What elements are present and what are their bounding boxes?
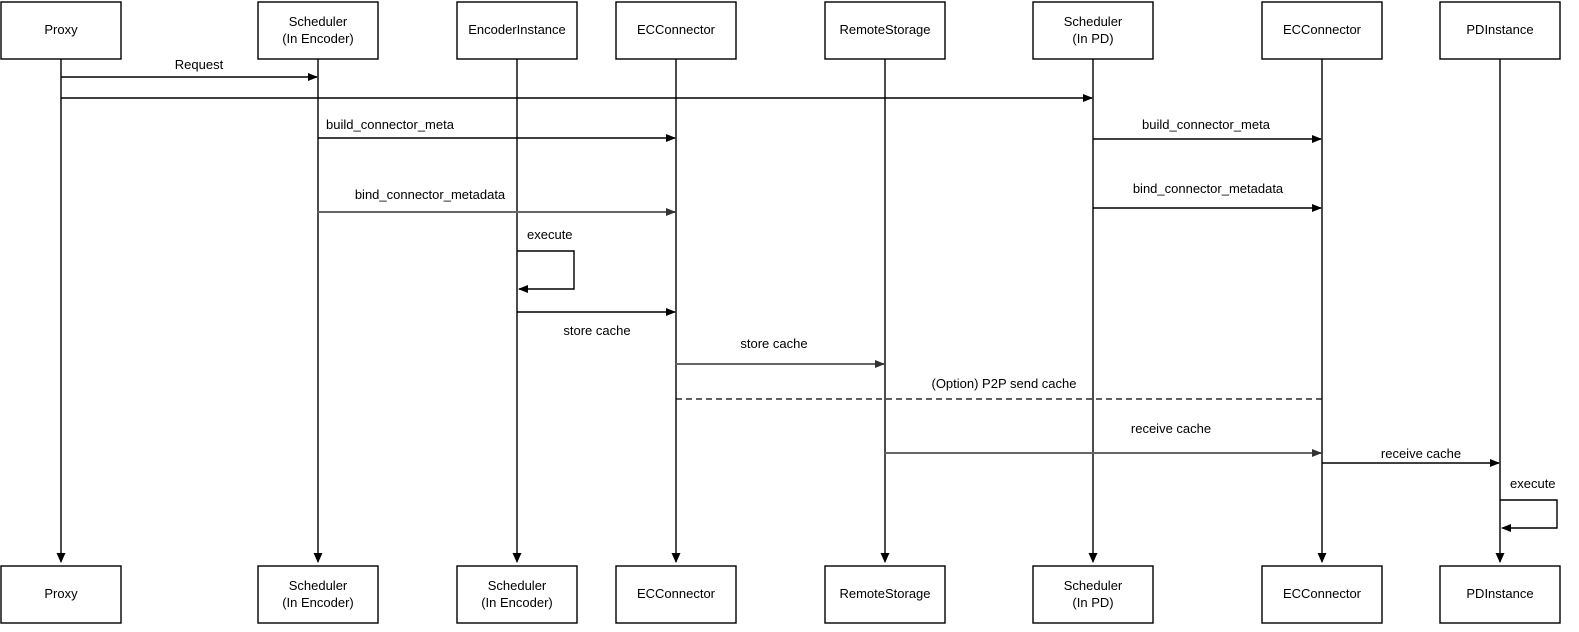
message-label-m9: store cache (740, 336, 807, 351)
self-loop-sl2[interactable] (1500, 499, 1558, 532)
bottom-participant-box-sched-pd[interactable]: Scheduler (In PD) (1032, 565, 1154, 624)
bottom-participant-box-rect-sched-enc (257, 565, 379, 624)
top-participant-box-proxy[interactable]: Proxy (0, 1, 122, 60)
bottom-participant-box-rect-encoder-inst (456, 565, 578, 624)
top-participant-box-rect-encoder-inst (456, 1, 578, 60)
bottom-participant-box-sched-enc[interactable]: Scheduler (In Encoder) (257, 565, 379, 624)
top-participant-box-encoder-inst[interactable]: EncoderInstance (456, 1, 578, 60)
top-participant-box-ecconn-enc[interactable]: ECConnector (615, 1, 737, 60)
message-m12[interactable]: receive cache (1322, 446, 1500, 467)
bottom-participant-box-rect-remote (824, 565, 946, 624)
bottom-participant-box-label-line1-pd-inst: PDInstance (1466, 586, 1533, 601)
bottom-participant-box-label-line2-encoder-inst: (In Encoder) (481, 595, 553, 610)
messages-layer: Request build_connector_meta build_connect… (61, 57, 1558, 532)
top-participant-box-sched-pd[interactable]: Scheduler (In PD) (1032, 1, 1154, 60)
top-participant-box-label-line1-pd-inst: PDInstance (1466, 22, 1533, 37)
message-m3[interactable]: build_connector_meta (318, 117, 676, 142)
top-participant-box-label-line2-sched-enc: (In Encoder) (282, 31, 354, 46)
message-label-m11: receive cache (1131, 421, 1211, 436)
bottom-participant-box-ecconn-enc[interactable]: ECConnector (615, 565, 737, 624)
message-m9[interactable]: store cache (676, 336, 885, 368)
top-participant-box-label-line1-sched-pd: Scheduler (1064, 14, 1123, 29)
top-participant-box-pd-inst[interactable]: PDInstance (1439, 1, 1561, 60)
top-participant-box-label-line1-encoder-inst: EncoderInstance (468, 22, 566, 37)
lifelines-layer (56, 59, 1505, 563)
top-participant-box-rect-sched-pd (1032, 1, 1154, 60)
bottom-participant-box-pd-inst[interactable]: PDInstance (1439, 565, 1561, 624)
bottom-participant-box-encoder-inst[interactable]: Scheduler (In Encoder) (456, 565, 578, 624)
bottom-participant-box-label-line1-sched-enc: Scheduler (289, 578, 348, 593)
message-label-m5: bind_connector_metadata (355, 187, 506, 202)
message-label-m8: store cache (563, 323, 630, 338)
bottom-participant-box-rect-sched-pd (1032, 565, 1154, 624)
bottom-participant-box-label-line1-encoder-inst: Scheduler (488, 578, 547, 593)
message-label-m13: execute (1510, 476, 1556, 491)
top-participant-box-remote[interactable]: RemoteStorage (824, 1, 946, 60)
bottom-participant-box-label-line2-sched-enc: (In Encoder) (282, 595, 354, 610)
message-label-m4: build_connector_meta (1142, 117, 1271, 132)
top-participant-box-label-line1-remote: RemoteStorage (839, 22, 930, 37)
bottom-participant-box-rect-proxy (0, 565, 122, 624)
message-label-m12: receive cache (1381, 446, 1461, 461)
top-participant-box-rect-pd-inst (1439, 1, 1561, 60)
bottom-participant-box-ecconn-pd[interactable]: ECConnector (1261, 565, 1383, 624)
message-m11[interactable]: receive cache (885, 421, 1322, 457)
message-m6[interactable]: bind_connector_metadata (1093, 181, 1322, 212)
message-label-m3: build_connector_meta (326, 117, 455, 132)
message-m10[interactable]: (Option) P2P send cache (676, 376, 1322, 400)
message-label-m10: (Option) P2P send cache (931, 376, 1076, 391)
bottom-participant-box-rect-ecconn-enc (615, 565, 737, 624)
top-participant-box-sched-enc[interactable]: Scheduler (In Encoder) (257, 1, 379, 60)
self-loop-path-sl1 (517, 250, 575, 293)
top-participant-box-label-line1-proxy: Proxy (44, 22, 78, 37)
top-participant-box-rect-sched-enc (257, 1, 379, 60)
top-participant-box-label-line1-ecconn-pd: ECConnector (1283, 22, 1362, 37)
top-participant-box-label-line1-sched-enc: Scheduler (289, 14, 348, 29)
top-participant-box-rect-ecconn-enc (615, 1, 737, 60)
top-participant-box-rect-ecconn-pd (1261, 1, 1383, 60)
message-m5[interactable]: bind_connector_metadata (318, 187, 676, 216)
self-loop-sl1[interactable] (517, 250, 575, 293)
bottom-participant-box-label-line1-ecconn-enc: ECConnector (637, 586, 716, 601)
message-m8[interactable]: store cache (517, 308, 676, 338)
top-participant-box-label-line2-sched-pd: (In PD) (1072, 31, 1113, 46)
bottom-participant-box-label-line1-remote: RemoteStorage (839, 586, 930, 601)
bottom-participant-box-label-line1-proxy: Proxy (44, 586, 78, 601)
message-m4[interactable]: build_connector_meta (1093, 117, 1322, 143)
bottom-participant-box-label-line1-sched-pd: Scheduler (1064, 578, 1123, 593)
bottom-participant-box-proxy[interactable]: Proxy (0, 565, 122, 624)
bottom-participant-box-rect-ecconn-pd (1261, 565, 1383, 624)
self-loop-path-sl2 (1500, 499, 1558, 532)
message-label-m7: execute (527, 227, 573, 242)
top-participant-box-label-line1-ecconn-enc: ECConnector (637, 22, 716, 37)
bottom-participant-box-label-line2-sched-pd: (In PD) (1072, 595, 1113, 610)
bottom-participant-box-label-line1-ecconn-pd: ECConnector (1283, 586, 1362, 601)
top-participant-box-ecconn-pd[interactable]: ECConnector (1261, 1, 1383, 60)
bottom-participant-box-rect-pd-inst (1439, 565, 1561, 624)
message-label-m6: bind_connector_metadata (1133, 181, 1284, 196)
top-participant-box-rect-remote (824, 1, 946, 60)
message-label-m1: Request (175, 57, 224, 72)
bottom-participant-box-remote[interactable]: RemoteStorage (824, 565, 946, 624)
message-m1[interactable]: Request (61, 57, 318, 81)
top-participant-box-rect-proxy (0, 1, 122, 60)
